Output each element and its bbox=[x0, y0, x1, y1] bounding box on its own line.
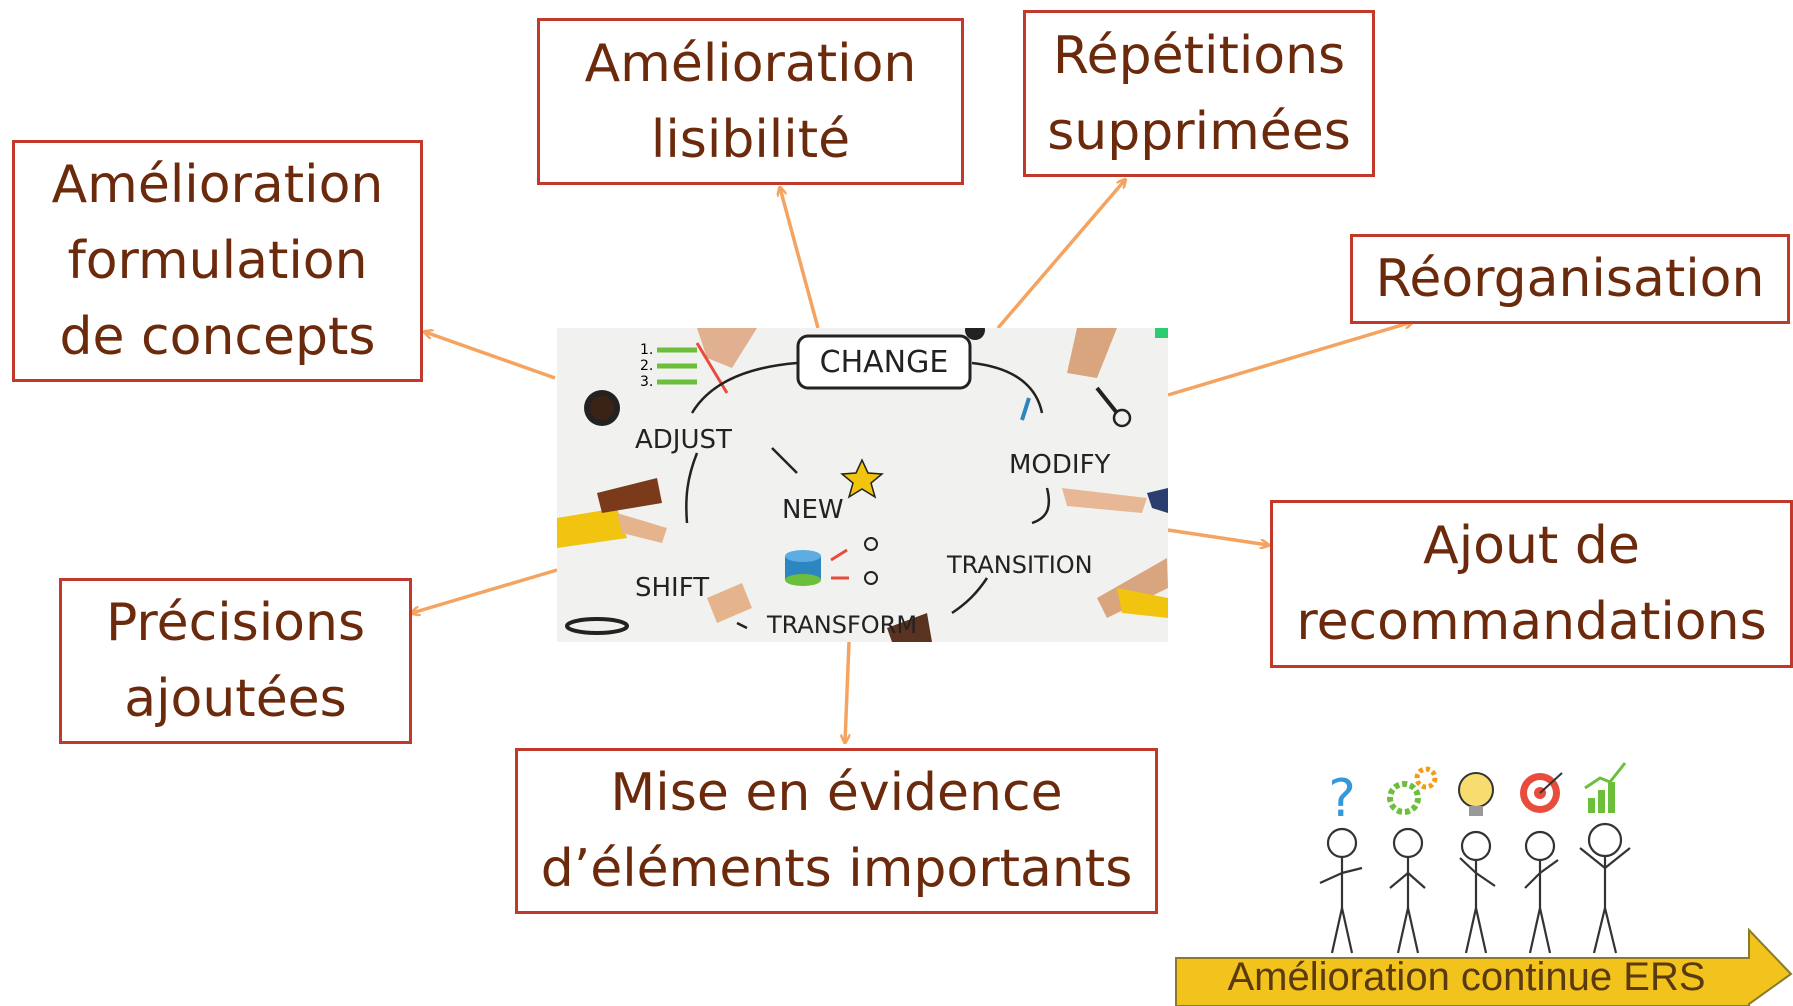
box-repetitions-line2: supprimées bbox=[1047, 101, 1351, 162]
box-ajout-line1: Ajout de bbox=[1423, 516, 1640, 576]
arrow-to-precisions bbox=[412, 568, 558, 613]
box-formulation: Amélioration formulation de concepts bbox=[12, 140, 423, 382]
arrow-to-evidence bbox=[845, 641, 851, 742]
box-lisibilite-line1: Amélioration bbox=[584, 33, 917, 94]
box-lisibilite: Amélioration lisibilité bbox=[537, 18, 964, 185]
label-shift: SHIFT bbox=[635, 573, 709, 603]
target-icon bbox=[1520, 772, 1563, 813]
figure-chart bbox=[1579, 822, 1631, 954]
figure-gear bbox=[1389, 827, 1426, 954]
label-change: CHANGE bbox=[820, 345, 949, 380]
list-number-1: 1. bbox=[640, 342, 653, 358]
box-formulation-line3: de concepts bbox=[59, 307, 376, 367]
figure-target bbox=[1524, 830, 1559, 954]
growth-chart-icon bbox=[1584, 762, 1627, 813]
box-formulation-line1: Amélioration bbox=[51, 155, 384, 215]
question-mark-icon: ? bbox=[1328, 769, 1356, 829]
box-lisibilite-line2: lisibilité bbox=[650, 109, 851, 170]
box-precisions-line2: ajoutées bbox=[124, 669, 347, 729]
figure-bulb bbox=[1459, 830, 1496, 954]
box-precisions: Précisions ajoutées bbox=[59, 578, 412, 744]
box-repetitions: Répétitions supprimées bbox=[1023, 10, 1375, 177]
arrow-to-repetitions bbox=[996, 180, 1125, 330]
box-evidence: Mise en évidence d’éléments importants bbox=[515, 748, 1158, 914]
list-number-3: 3. bbox=[640, 374, 653, 390]
label-new: NEW bbox=[782, 495, 844, 525]
gear-icon bbox=[1387, 766, 1438, 815]
box-reorganisation-line1: Réorganisation bbox=[1375, 249, 1765, 309]
box-ajout: Ajout de recommandations bbox=[1270, 500, 1793, 668]
lightbulb-icon bbox=[1458, 772, 1494, 816]
box-repetitions-line1: Répétitions bbox=[1052, 25, 1346, 86]
arrow-to-ajout bbox=[1167, 528, 1268, 545]
box-evidence-line2: d’éléments importants bbox=[540, 839, 1133, 899]
star-icon bbox=[840, 458, 884, 499]
banner-arrow bbox=[1175, 928, 1793, 1006]
stick-figures-illustration: ? bbox=[1319, 762, 1631, 954]
box-ajout-line2: recommandations bbox=[1296, 592, 1767, 652]
label-adjust: ADJUST bbox=[635, 425, 732, 455]
red-arrows-icon bbox=[830, 548, 849, 580]
arrow-to-lisibilite bbox=[780, 188, 820, 329]
wrench-icon bbox=[1095, 386, 1119, 415]
change-frame bbox=[796, 334, 972, 390]
cycle-curves bbox=[685, 361, 1051, 630]
banner-label: Amélioration continue ERS bbox=[1227, 955, 1706, 999]
database-icon bbox=[785, 550, 821, 586]
arrow-to-formulation bbox=[425, 332, 556, 380]
box-precisions-line1: Précisions bbox=[105, 593, 366, 653]
figure-question bbox=[1319, 827, 1363, 954]
label-modify: MODIFY bbox=[1009, 450, 1111, 480]
box-evidence-line1: Mise en évidence bbox=[610, 763, 1063, 823]
box-formulation-line2: formulation bbox=[67, 231, 368, 291]
arrow-to-reorganisation bbox=[1167, 322, 1412, 397]
change-whiteboard-image: 1. 2. 3. CHANGE ADJUST NEW MODIFY SHIFT … bbox=[557, 328, 1168, 642]
list-number-2: 2. bbox=[640, 358, 653, 374]
box-reorganisation: Réorganisation bbox=[1350, 234, 1790, 324]
list-lines bbox=[657, 347, 697, 385]
label-transform: TRANSFORM bbox=[766, 611, 917, 639]
decor-hands bbox=[557, 328, 1168, 642]
label-transition: TRANSITION bbox=[946, 551, 1093, 579]
